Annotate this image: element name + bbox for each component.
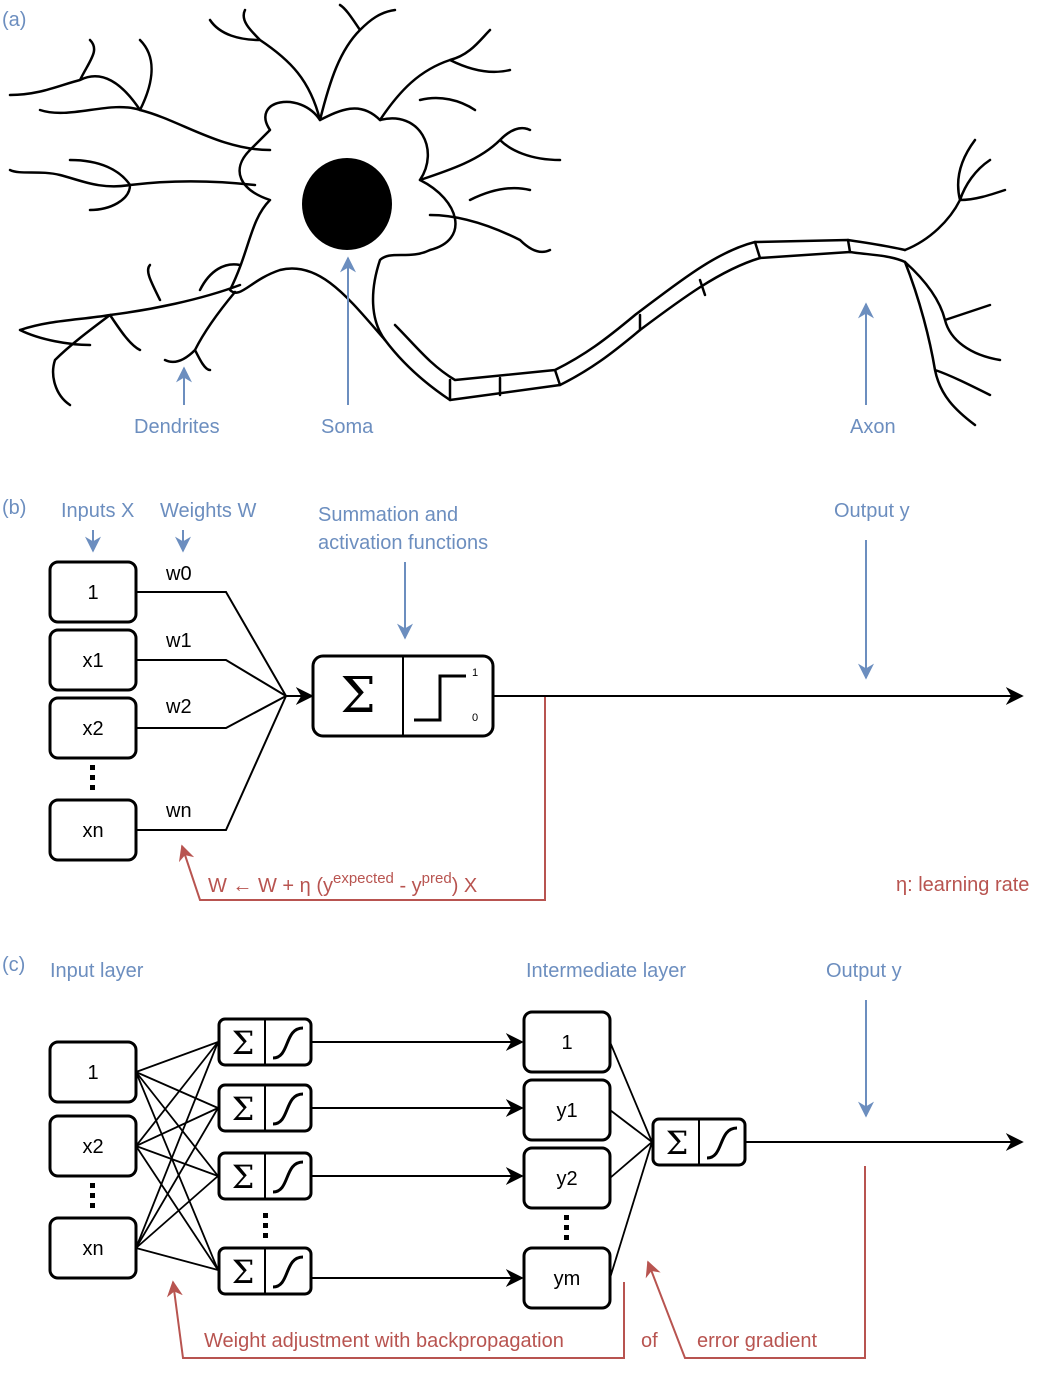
label-backdrop bbox=[198, 1326, 606, 1354]
hidden-neuron: Σ bbox=[217, 1151, 313, 1201]
sigmoid-icon bbox=[272, 1160, 304, 1194]
rule-rhs: ) X bbox=[452, 875, 478, 897]
soma-label: Soma bbox=[321, 416, 374, 438]
input-node-label: xn bbox=[82, 820, 103, 842]
label-backdrop bbox=[636, 1326, 670, 1354]
intermediate-node: ym bbox=[522, 1246, 612, 1310]
dendrite-branch bbox=[208, 3, 397, 122]
intermediate-node: y1 bbox=[522, 1078, 612, 1142]
weight-update-feedback-line bbox=[178, 697, 546, 901]
input-node: 1 bbox=[48, 1040, 138, 1104]
sigmoid-icon bbox=[272, 1026, 304, 1060]
weight-connections bbox=[136, 591, 287, 831]
output-header-b: Output y bbox=[834, 500, 910, 522]
input-node-label: 1 bbox=[87, 1062, 98, 1084]
inputs-header: Inputs X bbox=[61, 500, 134, 522]
input-node: x2 bbox=[48, 696, 138, 760]
input-node: xn bbox=[48, 1216, 138, 1280]
panel-a-tag: (a) bbox=[2, 9, 26, 31]
axon-label: Axon bbox=[850, 416, 896, 438]
hidden-neuron: Σ bbox=[217, 1083, 313, 1133]
output-neuron: Σ bbox=[651, 1117, 747, 1167]
dendrite-branch bbox=[418, 126, 562, 254]
dendrite-branch bbox=[146, 263, 242, 372]
output-connections bbox=[609, 1041, 653, 1279]
intermediate-node: 1 bbox=[522, 1010, 612, 1074]
sigma-symbol: Σ bbox=[340, 666, 375, 724]
neuron-illustration bbox=[8, 3, 1007, 427]
intermediate-layer-header: Intermediate layer bbox=[526, 960, 686, 982]
summation-header-line1: Summation and bbox=[318, 504, 458, 526]
sigma-symbol: Σ bbox=[232, 1253, 255, 1291]
step-low-label: 0 bbox=[472, 712, 478, 724]
intermediate-node-label: y1 bbox=[556, 1100, 577, 1122]
axon-body bbox=[383, 250, 907, 402]
panel-c-tag: (c) bbox=[2, 954, 25, 976]
weight-label: wn bbox=[165, 800, 192, 822]
summation-activation-block: Σ 1 0 bbox=[311, 654, 495, 738]
rule-lhs: W ← W + η (y bbox=[208, 875, 333, 897]
axon-terminal bbox=[903, 138, 1007, 427]
sigma-symbol: Σ bbox=[232, 1158, 255, 1196]
dendrite-branch bbox=[8, 38, 272, 152]
hidden-neuron: Σ bbox=[217, 1246, 313, 1296]
learning-rate-note: η: learning rate bbox=[896, 874, 1029, 896]
error-gradient-label: error gradient bbox=[697, 1330, 818, 1352]
dendrites-label: Dendrites bbox=[134, 416, 220, 438]
weight-label: w0 bbox=[165, 563, 192, 585]
weight-update-rule: W ← W + η (yexpected - ypred) X bbox=[208, 870, 477, 897]
error-gradient-feedback-line bbox=[645, 1166, 866, 1359]
ellipsis-dots bbox=[90, 1183, 95, 1208]
output-header-c: Output y bbox=[826, 960, 902, 982]
layer-arrows bbox=[311, 1033, 524, 1287]
step-function-icon bbox=[414, 674, 466, 722]
input-node: 1 bbox=[48, 560, 138, 624]
weights-header: Weights W bbox=[160, 500, 256, 522]
dendrite-branch bbox=[18, 283, 242, 407]
sigma-symbol: Σ bbox=[666, 1124, 689, 1162]
myelin-divider bbox=[448, 238, 852, 402]
input-node: x2 bbox=[48, 1114, 138, 1178]
axon-body bbox=[393, 238, 907, 382]
input-node: x1 bbox=[48, 628, 138, 692]
input-layer-header: Input layer bbox=[50, 960, 144, 982]
dendrite-branch bbox=[8, 158, 257, 212]
weight-label: w1 bbox=[165, 630, 192, 652]
sigmoid-icon bbox=[706, 1126, 738, 1160]
ellipsis-dots bbox=[263, 1213, 268, 1238]
rule-sup-pred: pred bbox=[422, 870, 452, 887]
intermediate-node: y2 bbox=[522, 1146, 612, 1210]
ellipsis-dots bbox=[90, 765, 95, 790]
intermediate-node-label: y2 bbox=[556, 1168, 577, 1190]
backprop-feedback-line bbox=[166, 1280, 625, 1359]
soma-body bbox=[228, 100, 457, 342]
sigma-symbol: Σ bbox=[232, 1024, 255, 1062]
step-high-label: 1 bbox=[472, 667, 478, 679]
sigma-symbol: Σ bbox=[232, 1090, 255, 1128]
ellipsis-dots bbox=[564, 1215, 569, 1240]
input-node-label: xn bbox=[82, 1238, 103, 1260]
backprop-label: Weight adjustment with backpropagation bbox=[204, 1330, 564, 1352]
intermediate-node-label: 1 bbox=[561, 1032, 572, 1054]
backprop-of-label: of bbox=[641, 1330, 658, 1352]
input-node-label: x2 bbox=[82, 718, 103, 740]
summation-header-line2: activation functions bbox=[318, 532, 488, 554]
input-node-label: x1 bbox=[82, 650, 103, 672]
sigmoid-icon bbox=[272, 1092, 304, 1126]
dense-connections bbox=[135, 1041, 219, 1271]
label-backdrop bbox=[692, 1326, 836, 1354]
hidden-neuron: Σ bbox=[217, 1017, 313, 1067]
soma-nucleus bbox=[302, 158, 392, 250]
dendrite-branch bbox=[378, 28, 512, 122]
sigmoid-icon bbox=[272, 1255, 304, 1289]
input-node: xn bbox=[48, 798, 138, 862]
input-node-label: x2 bbox=[82, 1136, 103, 1158]
rule-sup-expected: expected bbox=[333, 870, 394, 887]
intermediate-node-label: ym bbox=[554, 1268, 581, 1290]
panel-b-tag: (b) bbox=[2, 497, 26, 519]
weight-label: w2 bbox=[165, 696, 192, 718]
rule-minus: - y bbox=[394, 875, 422, 897]
input-node-label: 1 bbox=[87, 582, 98, 604]
